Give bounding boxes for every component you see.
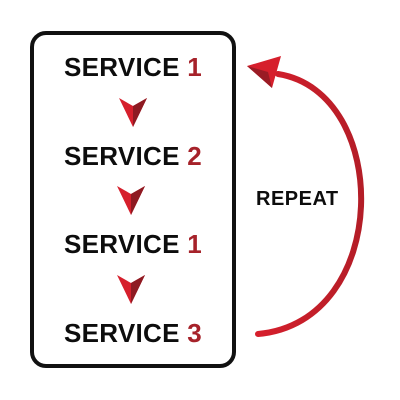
service-step-word: SERVICE xyxy=(63,229,180,259)
service-step-number: 1 xyxy=(187,229,203,259)
repeat-label: REPEAT xyxy=(256,188,339,210)
down-arrow-icon xyxy=(117,275,145,304)
down-arrow-icon xyxy=(117,186,145,215)
service-step-3: SERVICE 1 xyxy=(0,229,266,260)
service-step-number: 2 xyxy=(187,141,203,171)
service-step-number: 3 xyxy=(187,318,203,348)
service-step-4: SERVICE 3 xyxy=(0,318,266,349)
service-step-1: SERVICE 1 xyxy=(0,52,266,83)
service-step-2: SERVICE 2 xyxy=(0,141,266,172)
service-step-word: SERVICE xyxy=(63,52,180,82)
service-step-word: SERVICE xyxy=(63,141,180,171)
service-step-word: SERVICE xyxy=(63,318,180,348)
service-step-number: 1 xyxy=(187,52,203,82)
down-arrow-icon xyxy=(119,98,147,127)
